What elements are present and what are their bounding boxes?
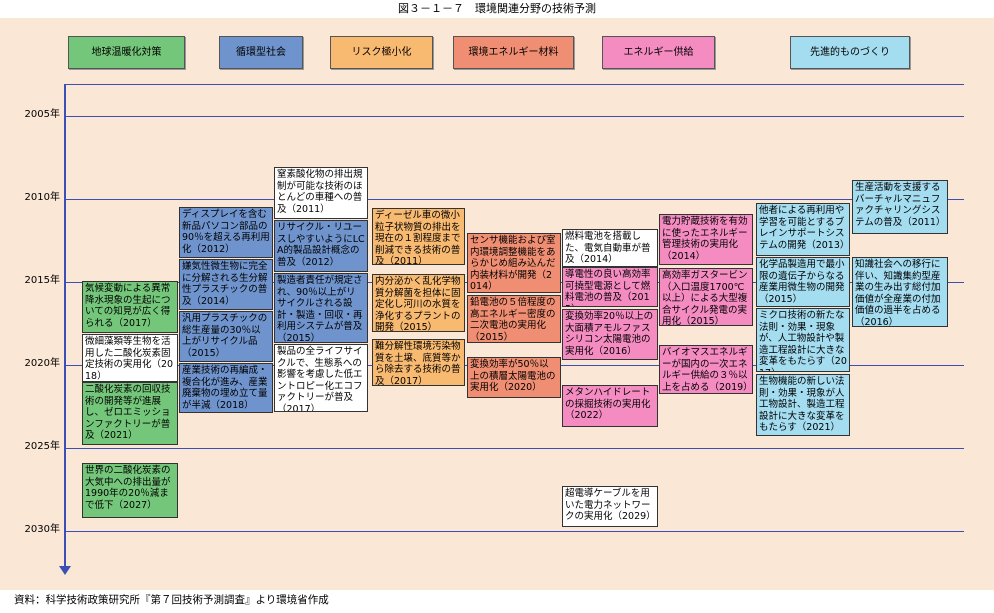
tech-item-text: 高効率ガスタービン（入口温度1700℃以上）による大型複合サイクル発電の実用化（… <box>662 270 748 326</box>
tech-item-gw1: 気候変動による異常降水現象の生起についての知見が広く得られる（2017） <box>82 281 178 333</box>
source-note: 資料：科学技術政策研究所『第７回技術予測調査』より環境省作成 <box>14 594 329 606</box>
tech-item-es1: 燃料電池を搭載した、電気自動車が普及（2014） <box>562 229 658 267</box>
tech-item-text: 製造者責任が規定され、90％以上がリサイクルされる設計・製造・回収・再利用システ… <box>277 275 363 343</box>
category-global-warming: 地球温暖化対策 <box>68 36 185 69</box>
tech-item-ep2: 高効率ガスタービン（入口温度1700℃以上）による大型複合サイクル発電の実用化（… <box>659 268 753 326</box>
tech-item-text: 微細藻類等生物を活用した二酸化炭素固定技術の実用化（2018） <box>85 336 174 382</box>
category-env-energy: 環境エネルギー材料 <box>453 36 574 69</box>
category-manufacturing: 先進的ものづくり <box>790 36 910 69</box>
tech-item-text: メタンハイドレートの採掘技術の実用化（2022） <box>565 387 651 421</box>
tech-item-text: 変換効率20％以上の大面積アモルファスシリコン太陽電池の実用化（2016） <box>565 311 654 357</box>
tech-item-text: 鉛電池の５倍程度の高エネルギー密度の二次電池の実用化（2015） <box>470 297 556 343</box>
tech-item-text: 汎用プラスチックの総生産量の30％以上がリサイクル品（2015） <box>182 313 268 359</box>
category-label: 先進的ものづくり <box>810 46 890 58</box>
tech-item-text: ディスプレイを含む新品パソコン部品の90％を超える再利用化（2012） <box>182 209 270 255</box>
category-label: リスク極小化 <box>351 46 412 58</box>
tech-item-text: 電力貯蔵技術を有効に使ったエネルギー管理技術の実用化（2014） <box>662 216 748 262</box>
year-label: 2015年 <box>24 275 60 286</box>
tech-item-rs3: 難分解性環境汚染物質を土壌、底質等から除去する技術の普及（2017） <box>372 339 465 386</box>
tech-item-gw3: 二酸化炭素の回収技術の開発等が進展し、ゼロエミッションファクトリーが普及（202… <box>82 382 178 445</box>
tech-item-text: 世界の二酸化炭素の大気中への排出量が1990年の20％減まで低下（2027） <box>85 465 171 511</box>
tech-item-text: 産業技術の再編成・複合化が進み、産業廃棄物の埋め立て量が半減（2018） <box>182 365 268 411</box>
category-label: 環境エネルギー材料 <box>468 46 559 58</box>
category-risk: リスク極小化 <box>330 36 433 69</box>
tech-item-mf3: ミクロ技術の新たな法則・効果・現象が、人工物設計や製造工程設計に大きな変革をもた… <box>756 308 850 372</box>
year-label: 2010年 <box>24 192 60 203</box>
tech-item-text: ミクロ技術の新たな法則・効果・現象が、人工物設計や製造工程設計に大きな変革をもた… <box>759 310 847 371</box>
tech-item-mf6: 知識社会への移行に伴い、知識集約型産業の生み出す総付加価値が全産業の付加価値の過… <box>852 257 948 327</box>
year-label: 2020年 <box>24 358 60 369</box>
tech-item-mf4: 生物機能の新しい法則・効果・現象が人工物設計、製造工程設計に大きな変革をもたらす… <box>756 374 850 436</box>
tech-item-rk4: 製品の全ライフサイクルで、生態系への影響を考慮した低エントロピー化エコファクトリ… <box>274 344 368 412</box>
tech-item-text: 窒素酸化物の排出規制が可能な技術のほとんどの車種への普及（2011） <box>277 169 363 215</box>
tech-item-rs1: ディーゼル車の微小粒子状物質の排出を現在の１割程度まで削減できる技術の普及（20… <box>372 208 465 265</box>
year-label: 2005年 <box>24 109 60 120</box>
tech-item-es2: 導電性の良い高効率可撓型電源として燃料電池の普及（2015） <box>562 267 658 307</box>
year-gridline <box>66 448 964 449</box>
tech-item-rs2: 内分泌かく乱化学物質分解菌を担体に固定化し河川の水質を浄化するプラントの開発（2… <box>372 274 465 332</box>
tech-item-ep1: 電力貯蔵技術を有効に使ったエネルギー管理技術の実用化（2014） <box>659 214 753 265</box>
tech-item-text: 製品の全ライフサイクルで、生態系への影響を考慮した低エントロピー化エコファクトリ… <box>277 346 363 412</box>
tech-item-text: 気候変動による異常降水現象の生起についての知見が広く得られる（2017） <box>85 283 171 329</box>
tech-item-text: 知識社会への移行に伴い、知識集約型産業の生み出す総付加価値が全産業の付加価値の過… <box>855 259 941 327</box>
tech-item-text: 生産活動を支援するバーチャルマニュファクチャリングシステムの普及（2011） <box>855 182 946 228</box>
tech-item-text: 難分解性環境汚染物質を土壌、底質等から除去する技術の普及（2017） <box>375 341 461 386</box>
tech-item-mf2: 化学品製造用で最小限の遺伝子からなる産業用微生物の開発（2015） <box>756 257 850 307</box>
year-gridline <box>66 116 964 117</box>
tech-item-mf5: 生産活動を支援するバーチャルマニュファクチャリングシステムの普及（2011） <box>852 180 948 234</box>
tech-item-text: 他者による再利用や学習を可能とするブレインサポートシステムの開発（2013） <box>759 205 850 251</box>
category-energy-supply: エネルギー供給 <box>602 36 715 69</box>
category-label: 循環型社会 <box>236 46 286 58</box>
year-gridline <box>66 531 964 532</box>
tech-item-text: 化学品製造用で最小限の遺伝子からなる産業用微生物の開発（2015） <box>759 259 845 305</box>
tech-item-ee3: 変換効率が50％以上の積層太陽電池の実用化（2020） <box>467 357 561 398</box>
figure-title: 図３－１－７ 環境関連分野の技術予測 <box>398 2 596 15</box>
tech-item-rk1: 窒素酸化物の排出規制が可能な技術のほとんどの車種への普及（2011） <box>274 167 368 219</box>
tech-item-text: 導電性の良い高効率可撓型電源として燃料電池の普及（2015） <box>565 269 651 306</box>
category-label: エネルギー供給 <box>623 46 694 58</box>
tech-item-gw4: 世界の二酸化炭素の大気中への排出量が1990年の20％減まで低下（2027） <box>82 463 178 518</box>
tech-item-text: ディーゼル車の微小粒子状物質の排出を現在の１割程度まで削減できる技術の普及（20… <box>375 210 461 265</box>
category-label: 地球温暖化対策 <box>91 46 162 58</box>
tech-item-ee2: 鉛電池の５倍程度の高エネルギー密度の二次電池の実用化（2015） <box>467 295 561 343</box>
axis-arrow-icon <box>59 566 71 575</box>
tech-item-text: 超電導ケーブルを用いた電力ネットワークの実用化（2029） <box>565 488 656 522</box>
year-label: 2030年 <box>24 524 60 535</box>
year-gridline <box>66 199 964 200</box>
tech-item-gw2: 微細藻類等生物を活用した二酸化炭素固定技術の実用化（2018） <box>82 334 178 382</box>
tech-item-text: 内分泌かく乱化学物質分解菌を担体に固定化し河川の水質を浄化するプラントの開発（2… <box>375 276 461 332</box>
tech-item-text: リサイクル・リユースしやすいようにLCA的製品設計概念の普及（2012） <box>277 222 365 268</box>
tech-item-rc4: 産業技術の再編成・複合化が進み、産業廃棄物の埋め立て量が半減（2018） <box>179 363 273 413</box>
category-recycling: 循環型社会 <box>219 36 303 69</box>
tech-item-text: 生物機能の新しい法則・効果・現象が人工物設計、製造工程設計に大きな変革をもたらす… <box>759 376 845 433</box>
tech-item-text: 二酸化炭素の回収技術の開発等が進展し、ゼロエミッションファクトリーが普及（202… <box>85 384 171 441</box>
tech-item-text: 変換効率が50％以上の積層太陽電池の実用化（2020） <box>470 359 556 393</box>
tech-item-ee1: センサ機能および室内環境調整機能をあらかじめ組み込んだ内装材料が開発（2014） <box>467 233 561 293</box>
tech-item-ep3: バイオマスエネルギーが国内の一次エネルギー供給の３％以上を占める（2019） <box>659 345 753 394</box>
tech-item-es5: 超電導ケーブルを用いた電力ネットワークの実用化（2029） <box>562 486 658 527</box>
tech-item-rc2: 嫌気性微生物に完全に分解される生分解性プラスチックの普及（2014） <box>179 259 273 310</box>
tech-item-rk2: リサイクル・リユースしやすいようにLCA的製品設計概念の普及（2012） <box>274 220 368 272</box>
tech-item-rc1: ディスプレイを含む新品パソコン部品の90％を超える再利用化（2012） <box>179 207 273 258</box>
tech-item-text: バイオマスエネルギーが国内の一次エネルギー供給の３％以上を占める（2019） <box>662 347 753 393</box>
tech-item-text: 嫌気性微生物に完全に分解される生分解性プラスチックの普及（2014） <box>182 261 268 307</box>
tech-item-rc3: 汎用プラスチックの総生産量の30％以上がリサイクル品（2015） <box>179 311 273 362</box>
tech-item-text: センサ機能および室内環境調整機能をあらかじめ組み込んだ内装材料が開発（2014） <box>470 235 556 292</box>
year-label: 2025年 <box>24 441 60 452</box>
year-gridline <box>66 84 964 85</box>
tech-item-text: 燃料電池を搭載した、電気自動車が普及（2014） <box>565 231 651 265</box>
tech-item-es4: メタンハイドレートの採掘技術の実用化（2022） <box>562 385 658 427</box>
time-axis <box>64 84 66 568</box>
tech-item-rk3: 製造者責任が規定され、90％以上がリサイクルされる設計・製造・回収・再利用システ… <box>274 273 368 343</box>
tech-item-mf1: 他者による再利用や学習を可能とするブレインサポートシステムの開発（2013） <box>756 203 850 256</box>
tech-item-es3: 変換効率20％以上の大面積アモルファスシリコン太陽電池の実用化（2016） <box>562 309 658 360</box>
